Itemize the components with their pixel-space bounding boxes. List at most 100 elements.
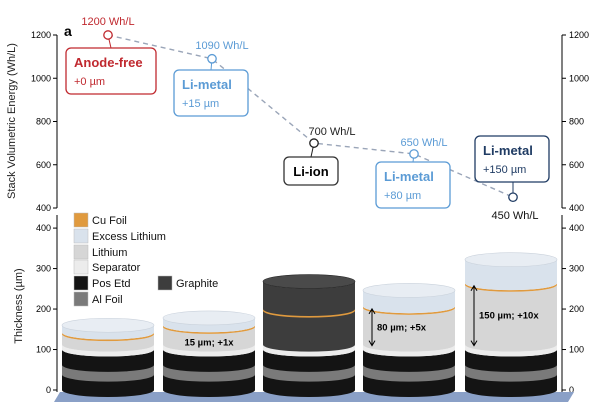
energy-marks: 1200 Wh/L Anode-free +0 µm 1090 Wh/L Li-meta… [65, 16, 550, 222]
panel-label: a [64, 23, 72, 39]
thickness-tick-label-right: 300 [569, 264, 584, 274]
battery-type-title: Li-metal [384, 169, 434, 184]
thickness-tick-label-right: 200 [569, 304, 584, 314]
energy-point [207, 53, 217, 64]
energy-tick-label: 600 [36, 160, 51, 170]
cell-annotation: 80 µm; +5x [377, 322, 427, 333]
battery-type-box [474, 135, 550, 183]
energy-point [508, 192, 518, 203]
thickness-ylabel: Thickness (µm) [13, 268, 25, 343]
thickness-tick-label: 0 [46, 385, 51, 395]
legend-label: Pos Etd [92, 278, 131, 290]
al-foil-layer [163, 364, 255, 382]
annotation-arrowhead-up [470, 284, 478, 292]
thickness-tick-label: 100 [36, 345, 51, 355]
battery-type-sub: +0 µm [74, 76, 105, 88]
al-foil-layer [263, 364, 355, 382]
energy-value-label: 1090 Wh/L [195, 40, 248, 52]
cell-stack: 80 µm; +5x [362, 283, 456, 397]
cu-foil-layer [163, 325, 255, 334]
al-foil-layer [363, 364, 455, 382]
cell-top [61, 317, 155, 333]
energy-tick-label-right: 800 [569, 117, 584, 127]
energy-tick-label-right: 1200 [569, 30, 589, 40]
energy-point [103, 30, 113, 40]
legend-label: Separator [92, 262, 141, 274]
al-foil-layer [62, 364, 154, 382]
excess-lithium-layer [363, 290, 455, 314]
cu-foil-layer [465, 283, 557, 292]
energy-tick-label-right: 600 [569, 160, 584, 170]
cu-foil-layer [363, 306, 455, 315]
energy-tick-label: 800 [36, 117, 51, 127]
battery-type-box [65, 47, 157, 95]
separator-layer [163, 344, 255, 357]
energy-tick-label-right: 400 [569, 203, 584, 213]
battery-type-box [283, 156, 339, 186]
separator-layer [465, 344, 557, 357]
cell-annotation: 15 µm; +1x [184, 337, 234, 348]
legend-label: Al Foil [92, 294, 123, 306]
legend-swatch [73, 228, 89, 244]
battery-type-title: Li-ion [293, 164, 328, 179]
battery-type-title: Li-metal [182, 77, 232, 92]
thickness-tick-label: 200 [36, 304, 51, 314]
separator-layer [263, 344, 355, 357]
cell-top [162, 310, 256, 326]
legend-swatch [157, 275, 173, 291]
annotation-arrowhead-up [368, 307, 376, 315]
battery-type-title: Li-metal [483, 143, 533, 158]
lithium-layer [163, 326, 255, 352]
energy-value-label: 450 Wh/L [491, 210, 538, 222]
cell-stack [262, 274, 356, 397]
energy-ylabel: Stack Volumetric Energy (Wh/L) [6, 43, 18, 199]
annotation-arrowhead-down [470, 340, 478, 347]
cells: 15 µm; +1x 80 µm; +5x 150 µm; +10x [61, 252, 558, 397]
thickness-tick-label: 300 [36, 264, 51, 274]
cell-top [362, 283, 456, 298]
energy-tick-label: 1000 [31, 73, 51, 83]
battery-type-box [173, 69, 249, 117]
thickness-tick-label-right: 0 [569, 385, 574, 395]
energy-point [309, 138, 319, 148]
energy-tick-label-right: 1000 [569, 73, 589, 83]
cell-annotation: 150 µm; +10x [479, 311, 539, 322]
separator-layer [363, 344, 455, 357]
legend-swatch [73, 212, 89, 228]
energy-value-label: 650 Wh/L [400, 137, 447, 149]
al-foil-layer [465, 364, 557, 382]
legend-swatch [73, 275, 89, 291]
cell-top [464, 252, 558, 267]
legend-label: Excess Lithium [92, 231, 166, 243]
energy-tick-label: 400 [36, 203, 51, 213]
cell-stack [61, 317, 155, 397]
legend-label: Cu Foil [92, 215, 127, 227]
cell-top [262, 274, 356, 289]
energy-value-label: 1200 Wh/L [81, 16, 134, 28]
lithium-layer [363, 307, 455, 352]
legend-label: Lithium [92, 247, 127, 259]
legend-label: Graphite [176, 278, 218, 290]
cell-stack: 150 µm; +10x [464, 252, 558, 397]
legend-swatch [73, 244, 89, 260]
lithium-layer [62, 334, 154, 352]
thickness-tick-label: 400 [36, 223, 51, 233]
lithium-layer [465, 284, 557, 352]
energy-point [409, 149, 419, 159]
battery-type-title: Anode-free [74, 55, 143, 70]
legend-swatch [73, 291, 89, 307]
battery-type-sub: +80 µm [384, 190, 421, 202]
cell-stack: 15 µm; +1x [162, 310, 256, 397]
separator-layer [62, 344, 154, 357]
battery-type-sub: +15 µm [182, 98, 219, 110]
cu-foil-layer [263, 309, 355, 318]
battery-type-sub: +150 µm [483, 164, 526, 176]
annotation-arrowhead-down [368, 340, 376, 347]
